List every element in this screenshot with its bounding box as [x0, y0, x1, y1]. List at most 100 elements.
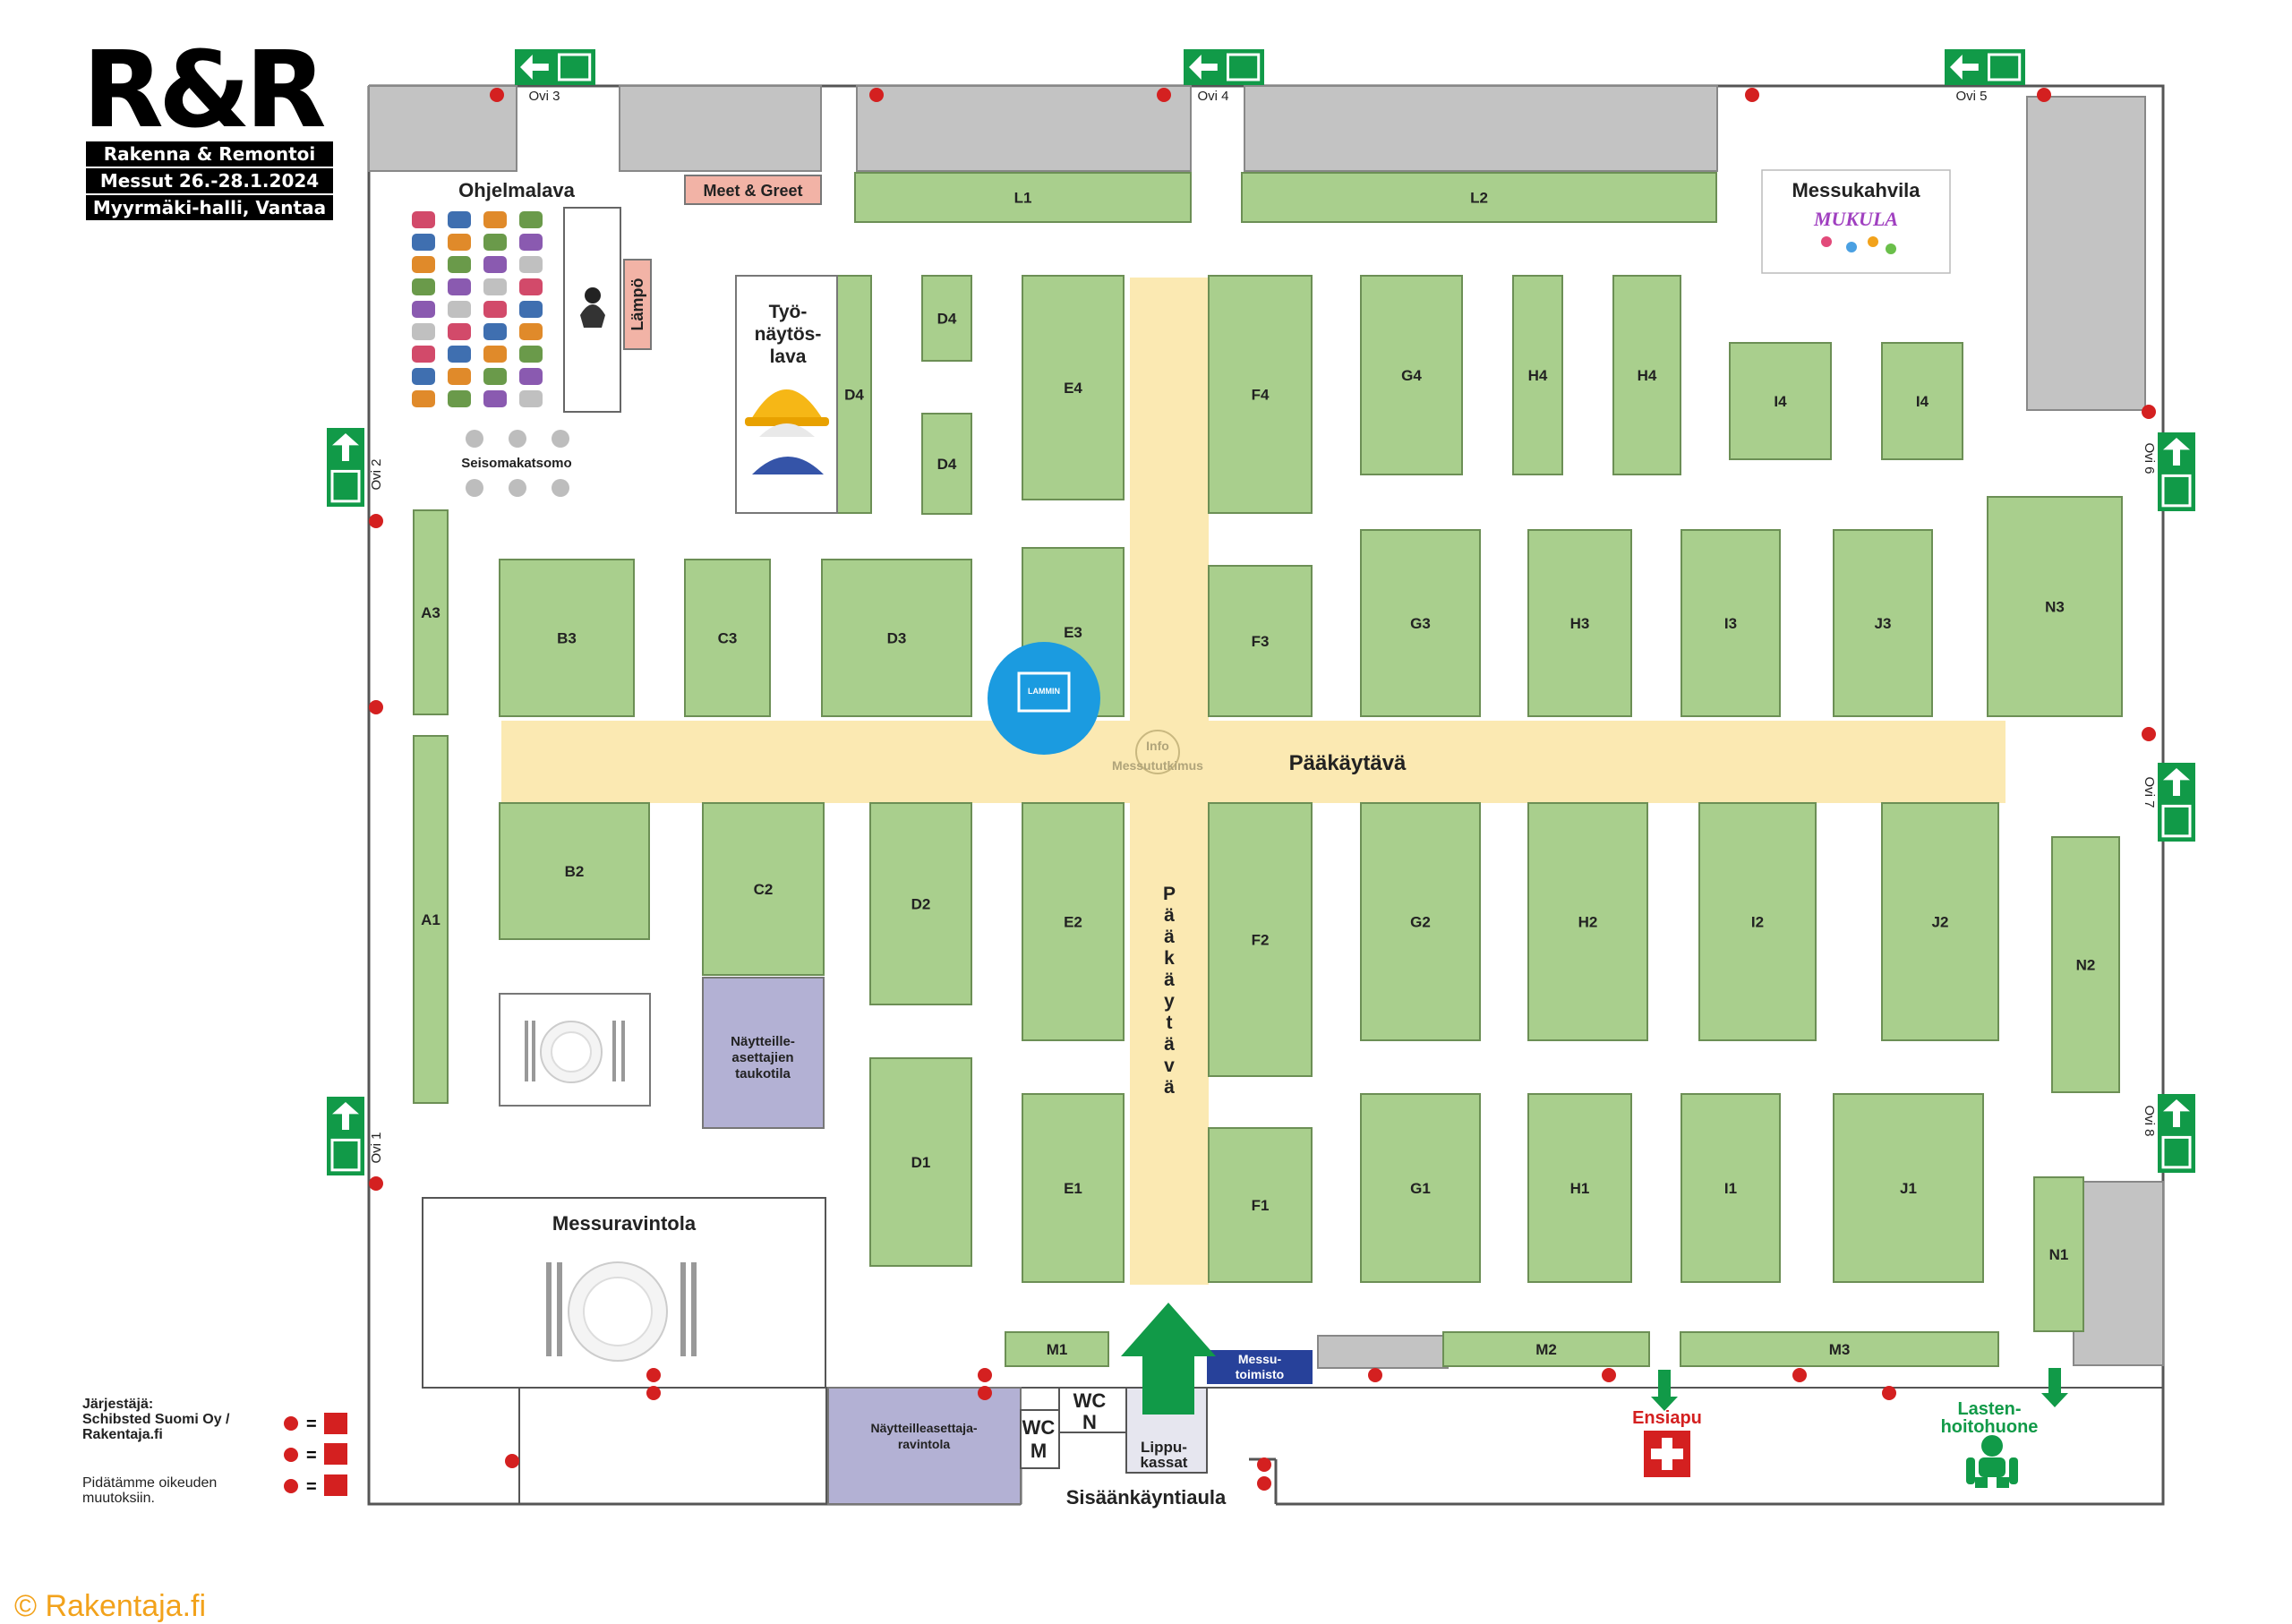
- program-stage-label: Ohjelmalava: [458, 179, 575, 201]
- seat: [448, 301, 471, 318]
- door-label: Ovi 4: [1197, 89, 1228, 104]
- lampo-label: Lämpö: [629, 278, 646, 330]
- break-room-label-3: taukotila: [735, 1066, 791, 1081]
- booth-i2: [1698, 802, 1817, 1041]
- seat: [448, 278, 471, 295]
- booth-label: G3: [1410, 615, 1431, 632]
- booth-label: H4: [1638, 367, 1657, 384]
- booth-g2: [1360, 802, 1481, 1041]
- logo-line-1: Rakenna & Remontoi: [86, 141, 333, 167]
- fire-equipment-dots: [369, 88, 2156, 1491]
- seat: [448, 368, 471, 385]
- aisle-letter: t: [1167, 1013, 1173, 1033]
- first-aid-label: Ensiapu: [1632, 1408, 1702, 1428]
- fire-equipment-dot: [1882, 1386, 1896, 1400]
- note-line-1: Pidätämme oikeuden: [82, 1475, 218, 1491]
- exit-sign-icon: [2158, 1094, 2195, 1173]
- booth-label: J1: [1900, 1180, 1917, 1197]
- booth-e2: [1022, 802, 1125, 1041]
- booth-label: F4: [1252, 387, 1270, 404]
- booth-n3: [1987, 496, 2123, 717]
- booth-j3: [1833, 529, 1933, 717]
- restaurant-label-2: ravintola: [898, 1437, 951, 1451]
- aisle-letter: ä: [1164, 970, 1175, 990]
- seat: [519, 346, 543, 363]
- meet-greet-area: [684, 175, 822, 205]
- aisle-letter: P: [1163, 884, 1176, 904]
- mukula-logo: MUKULA: [1813, 208, 1898, 230]
- service-areas: [368, 85, 2164, 1369]
- aisle-letter: ä: [1164, 927, 1175, 947]
- seat: [412, 301, 435, 318]
- ticket-label-1: Lippu-: [1141, 1439, 1187, 1456]
- organizer-line-2: Schibsted Suomi Oy /: [82, 1412, 230, 1427]
- hard-hat-icon: [745, 389, 829, 474]
- booth-label: L1: [1014, 190, 1032, 207]
- seat: [519, 211, 543, 228]
- break-room-label-2: asettajien: [731, 1050, 793, 1065]
- legend-eq-2: =: [306, 1446, 317, 1466]
- booth-a3: [413, 509, 449, 715]
- booth-d4: [836, 275, 872, 514]
- entrance-arrow-icon: [1121, 1303, 1216, 1415]
- mukula-figures: [1821, 236, 1896, 254]
- first-aid-arrow-icon: [1651, 1370, 1678, 1411]
- fire-equipment-dot: [646, 1386, 661, 1400]
- aisle-letter: ä: [1164, 905, 1175, 926]
- wc-n: [1058, 1387, 1127, 1433]
- lammin-label: LAMMIN: [1028, 687, 1060, 696]
- booth-label: N1: [2049, 1246, 2069, 1263]
- seat: [448, 211, 471, 228]
- booth-e1: [1022, 1093, 1125, 1283]
- fire-equipment-dot: [1157, 88, 1171, 102]
- booth-label: H3: [1570, 615, 1590, 632]
- legend: = = =: [284, 1413, 347, 1497]
- wc-n-label-1: WC: [1073, 1389, 1107, 1412]
- booth-b3: [499, 559, 635, 717]
- fire-equipment-dot: [2142, 405, 2156, 419]
- seat: [519, 390, 543, 407]
- fair-restaurant-label: Messuravintola: [552, 1212, 697, 1235]
- logo-mark: R&R: [82, 28, 327, 151]
- first-aid-icon: [1644, 1431, 1690, 1477]
- seat: [483, 211, 507, 228]
- door-label: Ovi 1: [369, 1132, 384, 1163]
- seat: [519, 278, 543, 295]
- booth-n2: [2051, 836, 2120, 1093]
- fire-equipment-dot: [490, 88, 504, 102]
- booth-label: I1: [1724, 1180, 1737, 1197]
- booth-l1: [854, 172, 1192, 223]
- booth-i4: [1881, 342, 1963, 460]
- booth-label: C2: [754, 881, 774, 898]
- standing-spot: [509, 479, 526, 497]
- booth-d3: [821, 559, 972, 717]
- booth-label: H1: [1570, 1180, 1590, 1197]
- emergency-exits: [327, 49, 2195, 1175]
- main-aisle-horizontal: [501, 721, 2006, 803]
- seat: [483, 234, 507, 251]
- work-demo-label-3: lava: [770, 346, 807, 367]
- booth-label: E1: [1064, 1180, 1082, 1197]
- booth-label: L2: [1470, 190, 1488, 207]
- seat: [448, 390, 471, 407]
- aisle-letter: y: [1164, 991, 1175, 1012]
- seat: [448, 346, 471, 363]
- booth-label: M2: [1535, 1341, 1557, 1358]
- baby-care-icon: [1966, 1435, 2018, 1488]
- booth-label: C3: [718, 630, 738, 647]
- main-aisle-vertical-label: Pääkäytävä: [1163, 884, 1176, 1098]
- booth-f3: [1208, 565, 1313, 717]
- legend-eq-1: =: [306, 1415, 317, 1434]
- booth-f1: [1208, 1127, 1313, 1283]
- fire-equipment-dot: [1792, 1368, 1807, 1382]
- seat: [519, 323, 543, 340]
- booth-h4: [1512, 275, 1563, 475]
- baby-care-label-1: Lasten-: [1957, 1399, 2021, 1419]
- exhibitor-break-room: [702, 977, 825, 1129]
- fire-extinguisher-icon: [324, 1413, 347, 1434]
- logo-line-3: Myyrmäki-halli, Vantaa: [86, 195, 333, 220]
- legend-eq-3: =: [306, 1477, 317, 1497]
- fair-office: [1207, 1350, 1313, 1384]
- booth-i3: [1681, 529, 1781, 717]
